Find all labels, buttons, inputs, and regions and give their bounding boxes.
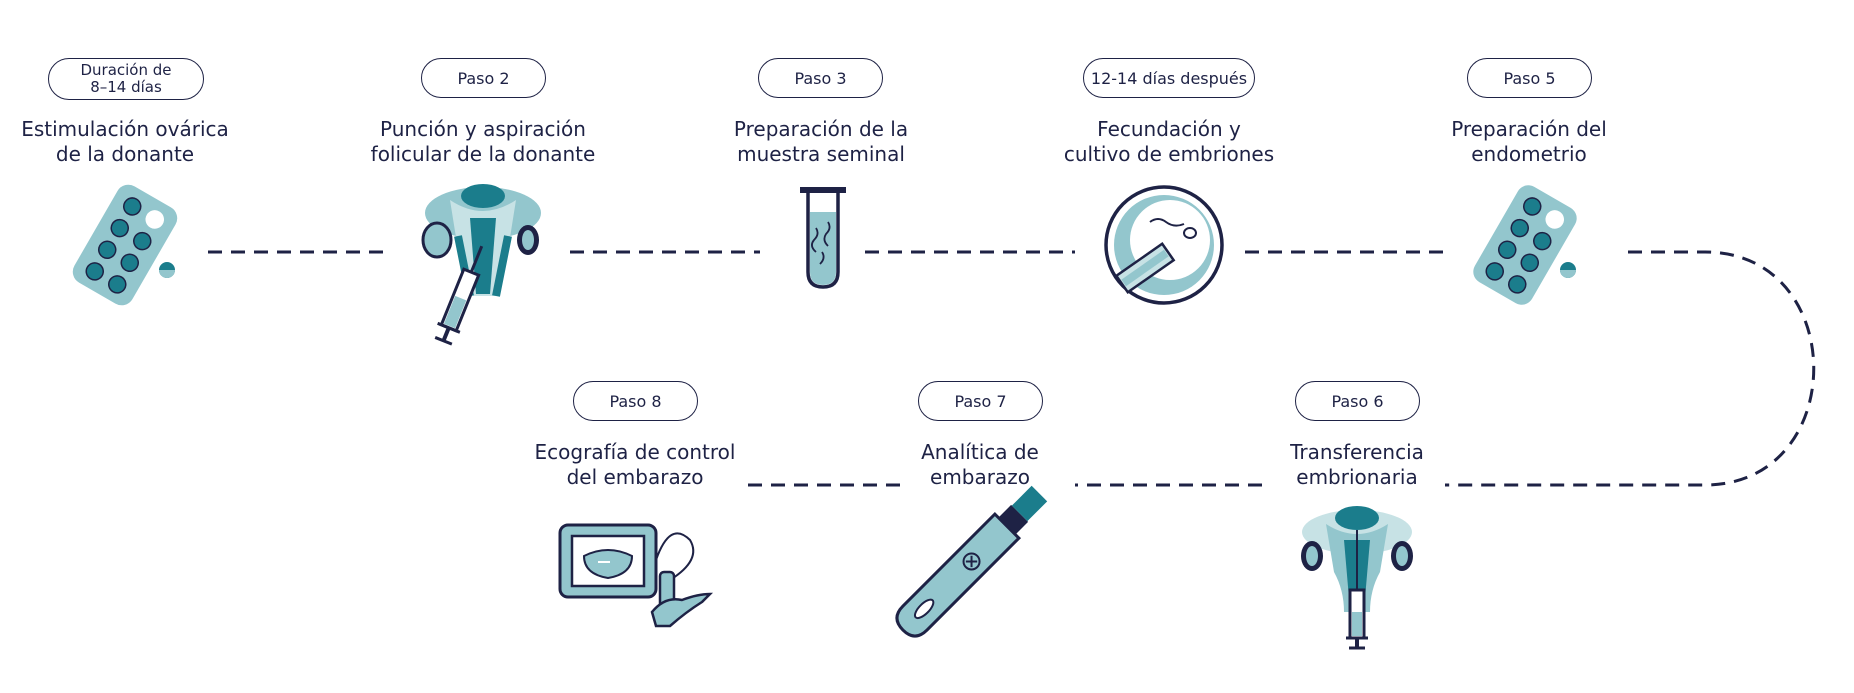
step-5-badge: Paso 5 <box>1467 58 1592 98</box>
step-7-badge: Paso 7 <box>918 381 1043 421</box>
step-8-badge: Paso 8 <box>573 381 698 421</box>
pill-pack-icon <box>72 184 178 306</box>
test-tube-icon <box>800 187 846 289</box>
loose-pill-icon <box>159 262 175 278</box>
step-1-title: Estimulación ovárica de la donante <box>21 117 229 166</box>
egg-sperm-icon <box>1104 185 1224 305</box>
dashed-connectors <box>208 250 1816 487</box>
step-6-title: Transferencia embrionaria <box>1290 440 1424 489</box>
step-6-badge: Paso 6 <box>1295 381 1420 421</box>
step-8-title: Ecografía de control del embarazo <box>534 440 736 489</box>
step-3-badge: Paso 3 <box>758 58 883 98</box>
step-7-title: Analítica de embarazo <box>921 440 1039 489</box>
step-3-title: Preparación de la muestra seminal <box>733 117 909 166</box>
ultrasound-monitor-icon <box>558 523 714 628</box>
step-4-badge: 12-14 días después <box>1083 58 1255 98</box>
pill-pack-icon <box>1473 185 1577 305</box>
step-5-title: Preparación del endometrio <box>1451 117 1607 166</box>
step-2-title: Punción y aspiración folicular de la don… <box>370 117 596 166</box>
pregnancy-test-icon <box>895 485 1048 638</box>
loose-pill-icon <box>1560 262 1576 278</box>
step-2-badge: Paso 2 <box>421 58 546 98</box>
step-4-title: Fecundación y cultivo de embriones <box>1063 117 1275 166</box>
uterus-transfer-icon <box>1301 506 1413 650</box>
step-1-badge: Duración de 8–14 días <box>48 58 204 100</box>
uterus-syringe-icon <box>421 184 541 346</box>
